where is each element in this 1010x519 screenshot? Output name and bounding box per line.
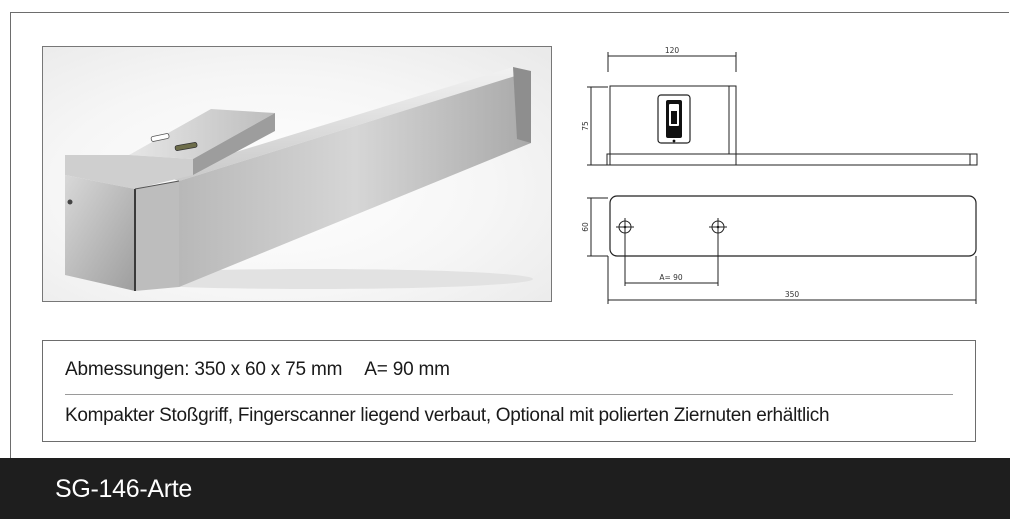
specifications-box: Abmessungen: 350 x 60 x 75 mm A= 90 mm Ko… — [42, 340, 976, 442]
side-view-lever — [606, 153, 978, 166]
dim-label-height: 75 — [581, 121, 590, 131]
dim-label-total-length: 350 — [785, 290, 800, 299]
top-view-outline — [609, 195, 977, 257]
footer-bar: SG-146-Arte — [0, 458, 1010, 519]
scanner-outline — [657, 94, 691, 144]
spacing-label: A= 90 mm — [364, 359, 450, 380]
dim-label-top-width: 120 — [665, 46, 680, 55]
product-description: Kompakter Stoßgriff, Fingerscanner liege… — [65, 405, 830, 426]
dimensions-line: Abmessungen: 350 x 60 x 75 mm A= 90 mm — [65, 359, 450, 381]
divider — [65, 394, 953, 395]
product-name: SG-146-Arte — [55, 475, 193, 503]
technical-drawing: 120 75 60 A= 90 350 — [581, 46, 978, 304]
page-frame — [10, 12, 1009, 458]
product-photo — [42, 46, 552, 302]
dim-label-spacing: A= 90 — [659, 273, 683, 282]
dimensions-label: Abmessungen: 350 x 60 x 75 mm — [65, 359, 343, 380]
door-handle-image — [65, 67, 533, 291]
dim-label-depth: 60 — [581, 222, 590, 232]
